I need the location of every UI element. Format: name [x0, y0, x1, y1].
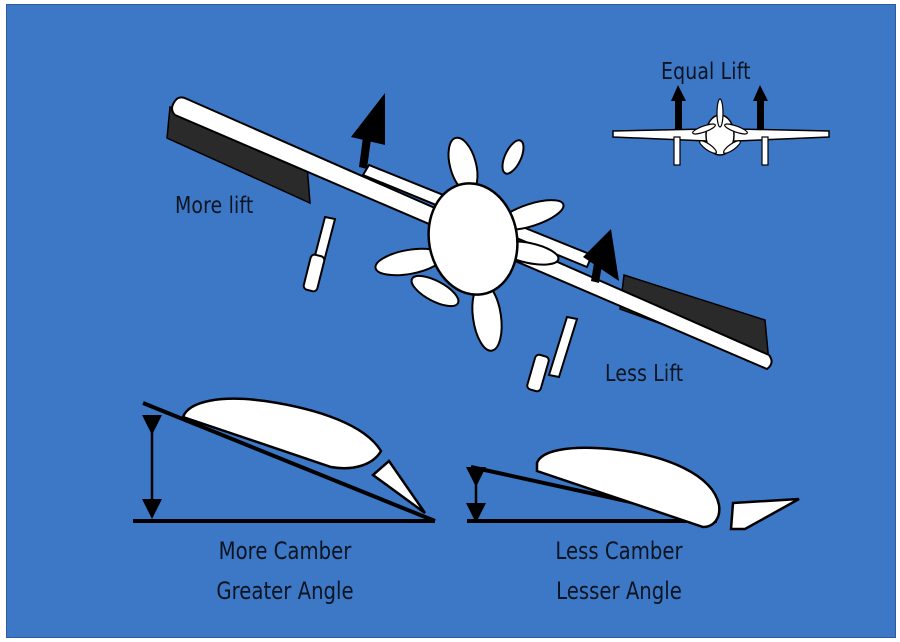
- caption-right-line2: Lesser Angle: [556, 577, 682, 605]
- banking-airplane: [166, 96, 773, 393]
- flap-section: [729, 497, 800, 531]
- wing-section: [535, 446, 721, 529]
- label-more-lift: More lift: [175, 193, 254, 219]
- equal-lift-arrow-right: [753, 85, 768, 129]
- landing-gear-right: [526, 315, 579, 393]
- caption-left-line2: Greater Angle: [216, 577, 354, 605]
- diagram-canvas: [133, 85, 830, 531]
- caption-right: Less Camber Lesser Angle: [529, 531, 709, 611]
- label-equal-lift: Equal Lift: [661, 59, 751, 85]
- label-less-lift: Less Lift: [605, 361, 684, 387]
- more-lift-arrow: [351, 93, 385, 169]
- landing-gear-left: [302, 215, 337, 293]
- equal-lift-arrow-left: [671, 85, 686, 129]
- caption-right-line1: Less Camber: [555, 537, 683, 565]
- level-airplane: [612, 98, 830, 166]
- diagram-panel: Equal Lift More lift Less Lift More Camb…: [6, 4, 896, 638]
- caption-left-line1: More Camber: [218, 537, 352, 565]
- less-lift-arrow: [583, 229, 619, 283]
- flap-section: [371, 459, 427, 515]
- chord-line: [142, 401, 436, 523]
- airfoil-more-camber: [133, 397, 436, 523]
- caption-left: More Camber Greater Angle: [195, 531, 375, 611]
- fuselage-propeller: [374, 136, 565, 352]
- wing-section: [181, 397, 383, 470]
- airfoil-less-camber: [466, 446, 800, 531]
